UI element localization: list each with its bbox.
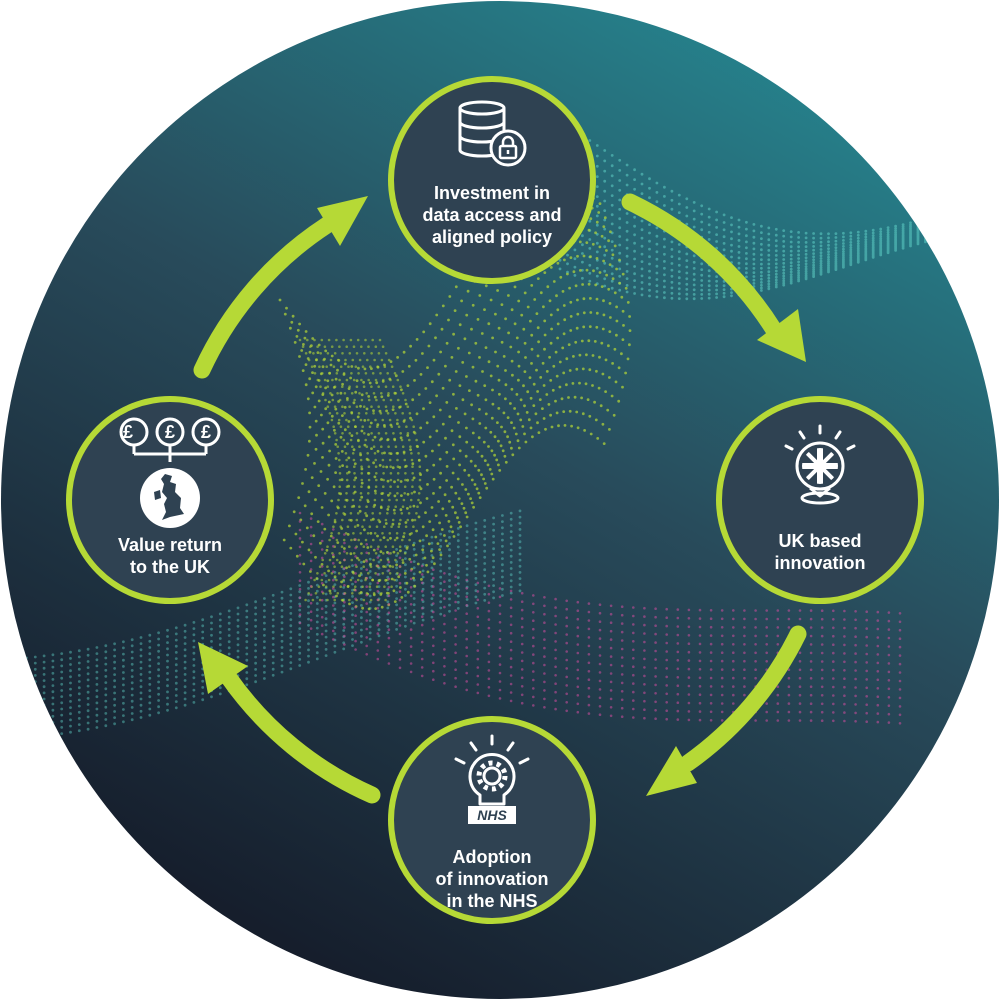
uk-flag-lightbulb-location-icon: [784, 424, 856, 505]
node-uk-innovation: UK based innovation: [716, 396, 924, 604]
cycle-arrows: [193, 193, 807, 804]
arrow-nhs-to-value: [220, 669, 381, 804]
arrow-head-investment-to-innovation: [757, 309, 806, 362]
node-label-investment: Investment in data access and aligned po…: [422, 183, 562, 247]
coin-symbol-2: £: [164, 422, 175, 442]
arrow-value-to-investment: [193, 216, 336, 379]
node-label-value-return: Value return to the UK: [117, 535, 223, 577]
coin-symbol-3: £: [200, 422, 211, 442]
database-lock-icon: [458, 100, 527, 167]
coin-symbol-1: £: [122, 422, 133, 442]
nhs-gear-lightbulb-icon: [454, 734, 530, 824]
node-investment: Investment in data access and aligned po…: [388, 76, 596, 284]
nhs-badge: NHS: [477, 807, 507, 823]
arrow-head-value-to-investment: [317, 196, 368, 246]
node-nhs-adoption: NHS Adoption of innovation in the NHS: [388, 716, 596, 924]
node-value-return: £ £ £ Value return to the UK: [66, 396, 274, 604]
arrow-head-innovation-to-nhs: [646, 746, 697, 796]
arrow-head-nhs-to-value: [198, 642, 248, 694]
arrow-innovation-to-nhs: [679, 625, 807, 772]
node-label-nhs-adoption: Adoption of innovation in the NHS: [435, 847, 549, 911]
node-label-uk-innovation: UK based innovation: [774, 531, 866, 573]
pound-coins-uk-map-icon: [119, 417, 221, 528]
arrow-investment-to-innovation: [621, 193, 783, 339]
